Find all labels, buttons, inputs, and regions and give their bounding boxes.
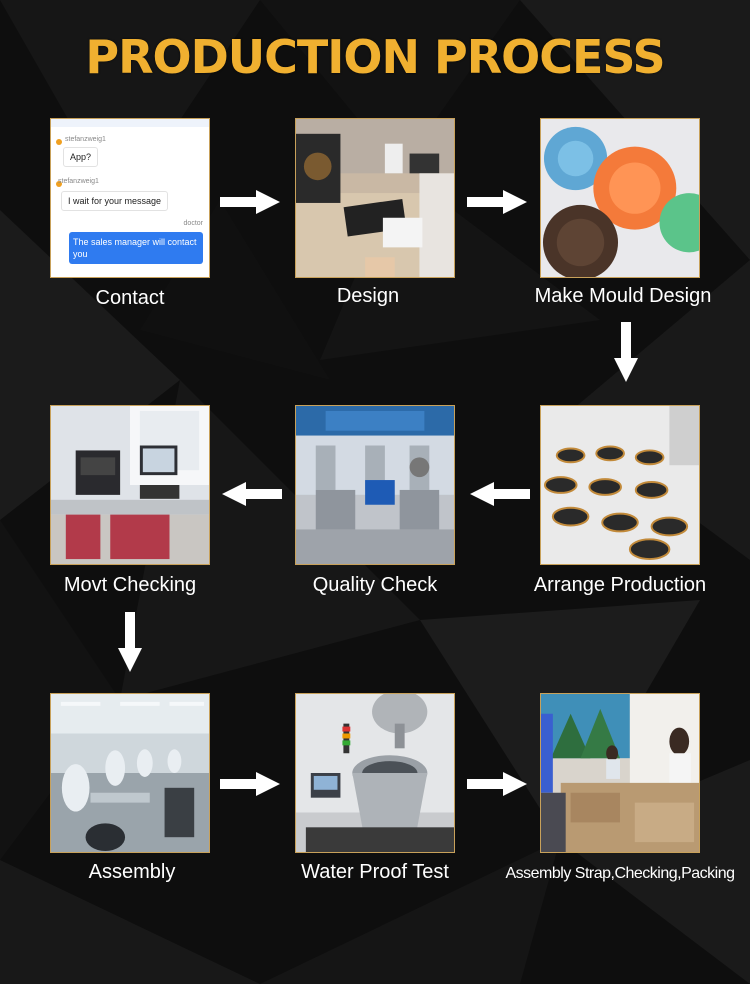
avatar [56,139,62,145]
step-image-water-proof-test [295,693,455,853]
step-image-packing [540,693,700,853]
step-image-mould [540,118,700,278]
chat-username: stefanzweig1 [65,136,106,143]
step-label-packing: Assembly Strap,Checking,Packing [505,865,735,882]
arrow-right-icon [220,772,280,796]
chat-message: I wait for your message [61,191,169,211]
step-label-movt-checking: Movt Checking [63,574,197,596]
page-title: PRODUCTION PROCESS [85,30,665,84]
chat-username: doctor [183,220,203,227]
step-label-mould: Make Mould Design [534,285,712,307]
arrow-left-icon [222,482,282,506]
arrow-right-icon [220,190,280,214]
arrow-right-icon [467,190,527,214]
step-image-quality-check [295,405,455,565]
step-label-water-proof-test: Water Proof Test [301,861,449,883]
avatar [56,181,62,187]
arrow-right-icon [467,772,527,796]
step-label-design: Design [336,285,400,307]
step-image-design [295,118,455,278]
step-image-assembly [50,693,210,853]
step-label-quality-check: Quality Check [312,574,438,596]
step-image-movt-checking [50,405,210,565]
step-image-contact: stefanzweig1 App? stefanzweig1 I wait fo… [50,118,210,278]
step-label-arrange-production: Arrange Production [533,574,707,596]
arrow-down-icon [118,612,142,672]
chat-message: App? [63,147,99,167]
step-label-assembly: Assembly [88,861,176,883]
step-image-arrange-production [540,405,700,565]
step-label-contact: Contact [95,287,165,309]
arrow-down-icon [614,322,638,382]
arrow-left-icon [470,482,530,506]
chat-reply: The sales manager will contact you [69,232,203,264]
chat-username: stefanzweig1 [58,178,99,185]
